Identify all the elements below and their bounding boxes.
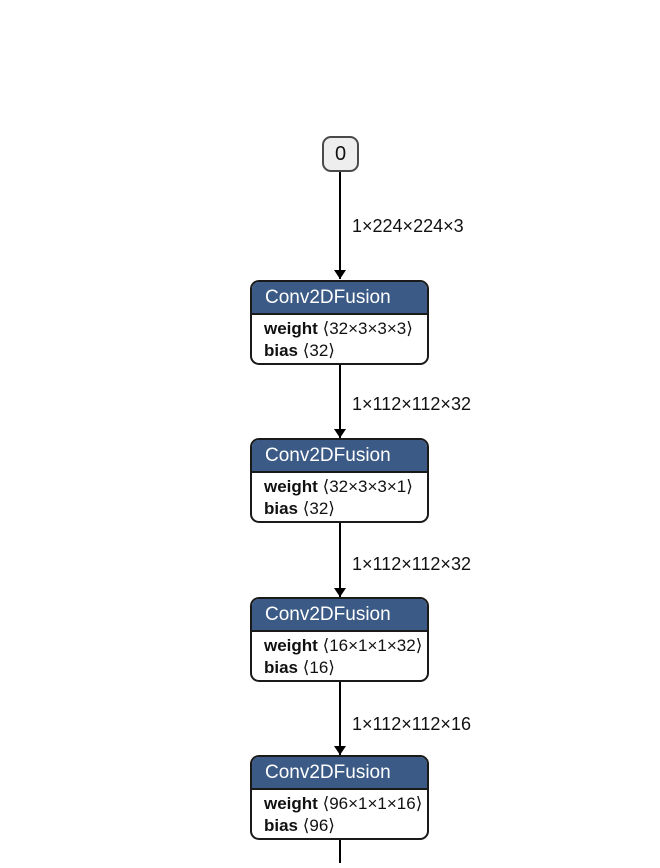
edge-arrowhead-icon	[334, 588, 346, 597]
attr-name: bias	[264, 816, 299, 835]
attr-value: ⟨96⟩	[302, 816, 335, 835]
input-node-label: 0	[334, 142, 347, 165]
node-body: weight ⟨32×3×3×1⟩ bias ⟨32⟩	[252, 473, 427, 520]
node-title[interactable]: Conv2DFusion	[252, 599, 427, 632]
node-attr-bias: bias ⟨32⟩	[264, 340, 427, 362]
attr-value: ⟨16×1×1×32⟩	[322, 636, 423, 655]
node-body: weight ⟨32×3×3×3⟩ bias ⟨32⟩	[252, 315, 427, 362]
node-title[interactable]: Conv2DFusion	[252, 757, 427, 790]
node-attr-weight: weight ⟨16×1×1×32⟩	[264, 635, 427, 657]
attr-name: weight	[264, 794, 318, 813]
node-attr-weight: weight ⟨96×1×1×16⟩	[264, 793, 427, 815]
attr-name: weight	[264, 319, 318, 338]
edge-line	[339, 523, 341, 597]
node-attr-weight: weight ⟨32×3×3×3⟩	[264, 318, 427, 340]
edge-line	[339, 840, 341, 863]
attr-value: ⟨32×3×3×3⟩	[322, 319, 413, 338]
attr-value: ⟨32⟩	[302, 341, 335, 360]
node-attr-weight: weight ⟨32×3×3×1⟩	[264, 476, 427, 498]
edge-shape-label: 1×224×224×3	[352, 216, 464, 236]
node-attr-bias: bias ⟨16⟩	[264, 657, 427, 679]
node-attr-bias: bias ⟨96⟩	[264, 815, 427, 837]
attr-name: bias	[264, 341, 299, 360]
edge-line	[339, 172, 341, 279]
node-body: weight ⟨96×1×1×16⟩ bias ⟨96⟩	[252, 790, 427, 837]
edge-shape-label: 1×112×112×32	[352, 554, 471, 574]
attr-value: ⟨16⟩	[302, 658, 335, 677]
edge-line	[339, 682, 341, 755]
node-title[interactable]: Conv2DFusion	[252, 282, 427, 315]
node-conv2dfusion-2[interactable]: Conv2DFusion weight ⟨32×3×3×1⟩ bias ⟨32⟩	[250, 438, 429, 523]
edge-arrowhead-icon	[334, 746, 346, 755]
edge-shape-label: 1×112×112×16	[352, 714, 471, 734]
node-conv2dfusion-1[interactable]: Conv2DFusion weight ⟨32×3×3×3⟩ bias ⟨32⟩	[250, 280, 429, 365]
attr-value: ⟨32×3×3×1⟩	[322, 477, 413, 496]
edge-line	[339, 365, 341, 438]
attr-value: ⟨96×1×1×16⟩	[322, 794, 423, 813]
edge-arrowhead-icon	[334, 270, 346, 279]
edge-shape-label: 1×112×112×32	[352, 394, 471, 414]
attr-name: weight	[264, 477, 318, 496]
input-node[interactable]: 0	[322, 136, 359, 172]
node-conv2dfusion-3[interactable]: Conv2DFusion weight ⟨16×1×1×32⟩ bias ⟨16…	[250, 597, 429, 682]
attr-name: bias	[264, 658, 299, 677]
node-attr-bias: bias ⟨32⟩	[264, 498, 427, 520]
attr-name: weight	[264, 636, 318, 655]
attr-name: bias	[264, 499, 299, 518]
node-body: weight ⟨16×1×1×32⟩ bias ⟨16⟩	[252, 632, 427, 679]
node-conv2dfusion-4[interactable]: Conv2DFusion weight ⟨96×1×1×16⟩ bias ⟨96…	[250, 755, 429, 840]
attr-value: ⟨32⟩	[302, 499, 335, 518]
node-title[interactable]: Conv2DFusion	[252, 440, 427, 473]
edge-arrowhead-icon	[334, 429, 346, 438]
